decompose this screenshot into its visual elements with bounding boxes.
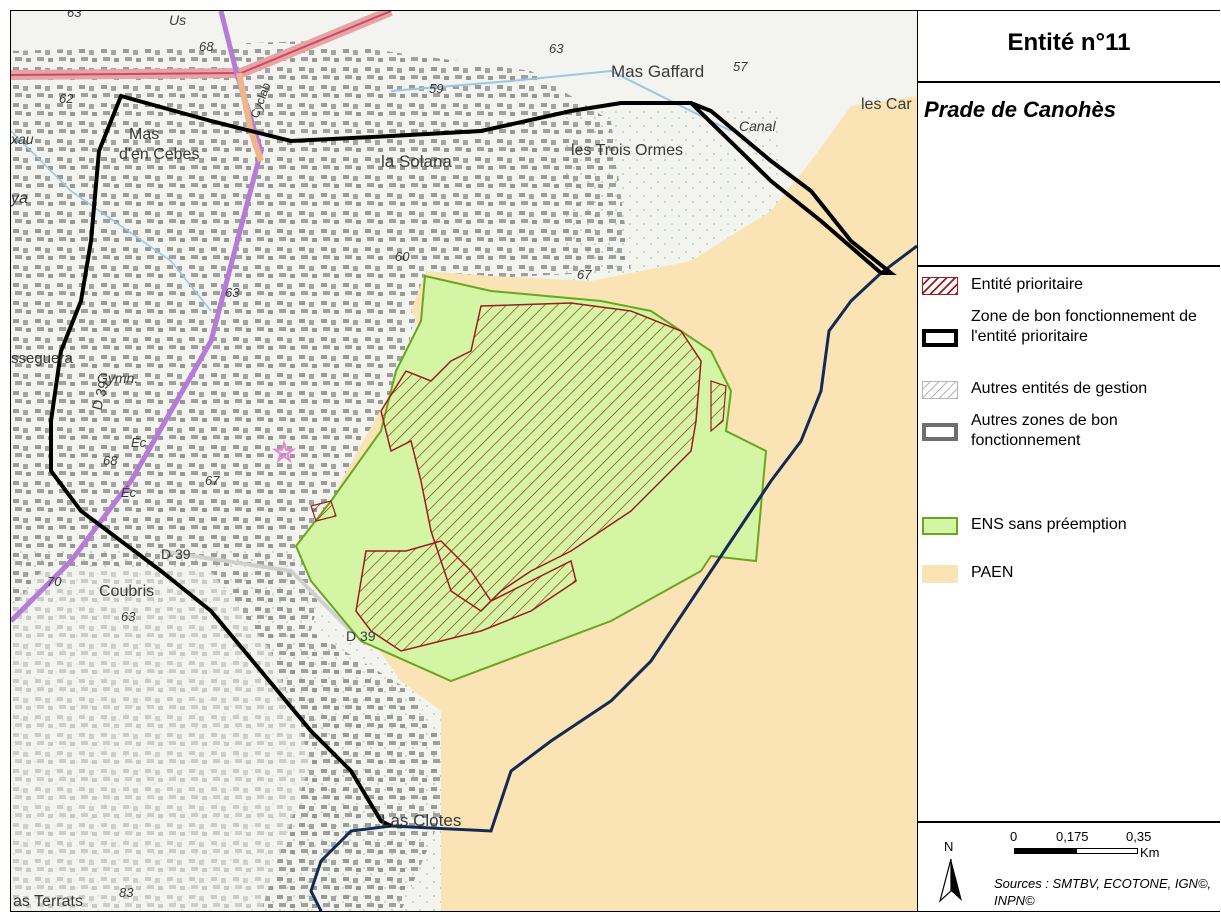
map-label-ec-2: Éc: [121, 485, 137, 500]
legend-label-functional-zone: Zone de bon fonctionnement de l'entité p…: [971, 308, 1197, 345]
rural-southwest: [11, 571, 311, 911]
scale-block: N 0 0,175 0,35 Km: [918, 821, 1220, 911]
legend-item-functional-zone: Zone de bon fonctionnement de l'entité p…: [918, 307, 1220, 371]
altitude-62: 62: [59, 91, 74, 106]
map-label-en-cebes: d'en Cebes: [119, 146, 199, 163]
altitude-63a: 63: [67, 11, 82, 20]
river-line: [309, 244, 917, 911]
map-label-d39-b: D 39: [161, 546, 191, 562]
map-label-sseguera: sseguera: [11, 350, 73, 367]
altitude-67b: 67: [205, 473, 220, 488]
scale-tick-0: 0: [1010, 829, 1018, 844]
legend-label-ens: ENS sans préemption: [971, 516, 1127, 533]
legend-item-other-entities: Autres entités de gestion: [918, 379, 1220, 401]
sources-text: Sources : SMTBV, ECOTONE, IGN©, INPN©: [994, 876, 1212, 908]
map-label-las-clotes: Las Clotes: [381, 811, 461, 830]
scale-bar-solid: [1014, 848, 1076, 854]
altitude-60: 60: [395, 249, 410, 264]
map-label-mas-gaffard: Mas Gaffard: [611, 62, 704, 81]
altitude-57: 57: [733, 59, 748, 74]
priority-entity-swatch: [922, 277, 958, 295]
altitude-63b: 63: [549, 41, 564, 56]
functional-zone-swatch: [922, 329, 958, 347]
priority-entity-south: [355, 540, 577, 652]
altitude-68a: 68: [199, 39, 214, 54]
scale-unit: Km: [1140, 845, 1160, 860]
legend-label-priority-entity: Entité prioritaire: [971, 276, 1084, 293]
legend-item-ens: ENS sans préemption: [918, 515, 1220, 537]
title-divider: [918, 81, 1220, 83]
altitude-83: 83: [119, 885, 134, 900]
priority-entity-east: [710, 380, 727, 433]
map-label-xau: xau: [11, 131, 34, 147]
map-title: Entité n°11: [1007, 29, 1131, 56]
map-label-gymn: Gymn.: [97, 370, 138, 386]
legend-label-paen: PAEN: [971, 564, 1014, 581]
legend-divider: [918, 265, 1220, 267]
altitude-59: 59: [429, 81, 443, 96]
scale-tick-2: 0,35: [1126, 829, 1152, 844]
map-label-ya: ya: [11, 190, 28, 207]
legend-item-other-zones: Autres zones de bon fonctionnement: [918, 411, 1220, 455]
map-label-d39-a: D 39: [88, 379, 111, 412]
stream-west: [11, 130, 212, 312]
scale-divider: [918, 821, 1220, 823]
priority-entity-fragment: [310, 500, 337, 522]
star-icon: ☆: [272, 437, 295, 467]
map-label-les-trois-ormes: les Trois Ormes: [571, 142, 683, 159]
legend-label-other-entities: Autres entités de gestion: [971, 380, 1148, 397]
other-entities-swatch: [922, 381, 958, 399]
paen-swatch: [922, 565, 958, 583]
map-subtitle: Prade de Canohès: [924, 97, 1116, 122]
map-canvas: ☆ Mas Gaffard Mas d'en Cebes la Solana l…: [11, 11, 917, 911]
legend-item-priority-entity: Entité prioritaire: [918, 275, 1220, 297]
legend-label-other-zones: Autres zones de bon fonctionnement: [971, 412, 1118, 449]
altitude-63c: 63: [225, 285, 240, 300]
scale-tick-1: 0,175: [1056, 829, 1089, 844]
map-label-mas: Mas: [129, 126, 159, 143]
altitude-67a: 67: [577, 267, 592, 282]
altitude-68b: 68: [103, 453, 118, 468]
map-label-d39-c: D 39: [346, 628, 376, 644]
altitude-70: 70: [47, 574, 62, 589]
map-label-coubris: Coubris: [99, 583, 154, 600]
map-label-as-terrats: as Terrats: [13, 893, 83, 910]
scale-bar-open: [1076, 848, 1138, 854]
map-label-canal: Canal: [739, 118, 776, 134]
legend-panel: Entité n°11 Prade de Canohès Entité prio…: [917, 11, 1220, 911]
regional-road: [11, 11, 264, 623]
altitude-63d: 63: [121, 609, 136, 624]
map-view[interactable]: ☆ Mas Gaffard Mas d'en Cebes la Solana l…: [11, 11, 917, 911]
functional-zone-outline: [49, 93, 897, 828]
map-label-la-solana: la Solana: [381, 152, 452, 171]
map-label-us: Us: [169, 12, 186, 28]
other-zones-swatch: [922, 423, 958, 441]
north-label: N: [944, 839, 954, 854]
map-label-les-car: les Car: [861, 96, 912, 113]
legend-item-paen: PAEN: [918, 563, 1220, 585]
ens-swatch: [922, 517, 958, 535]
map-label-ec-1: Éc: [131, 435, 147, 450]
north-arrow-icon: [938, 858, 962, 903]
